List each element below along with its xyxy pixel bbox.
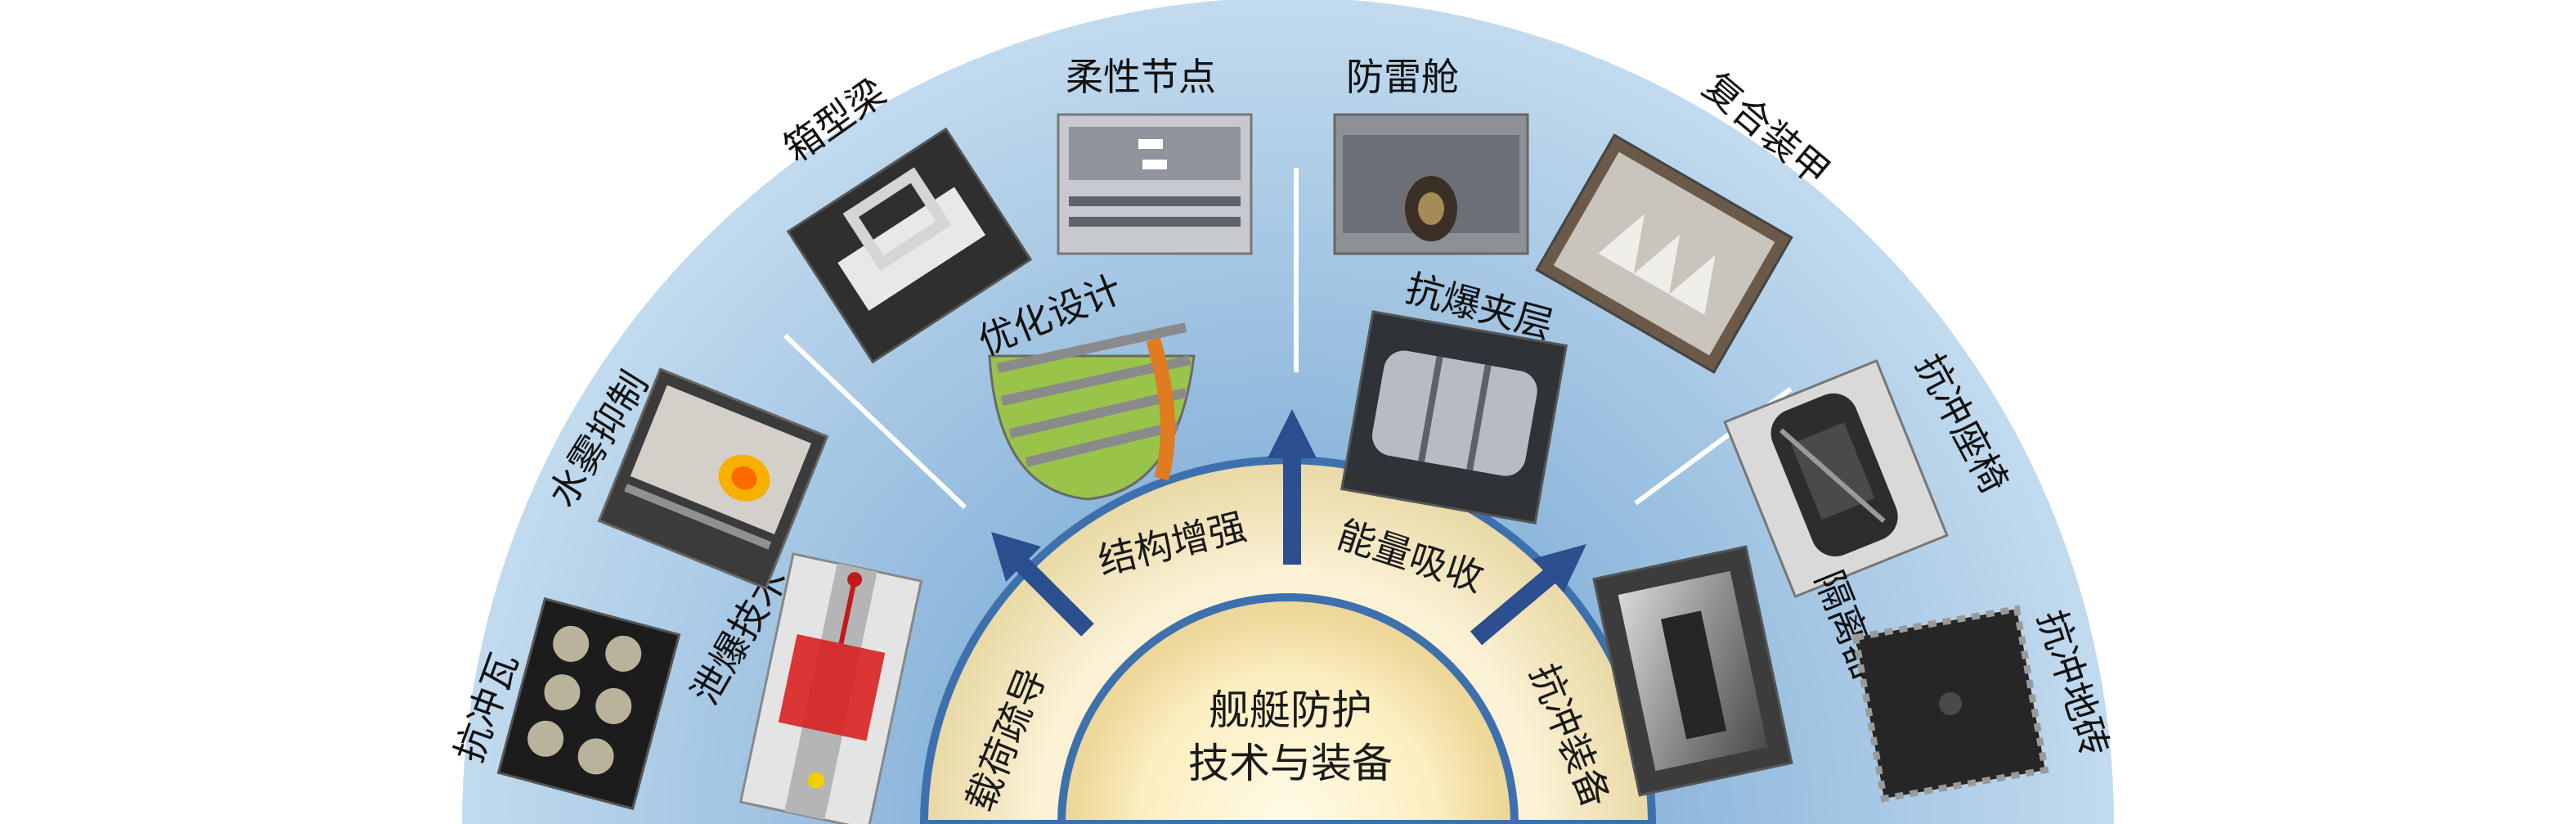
arrow-icon (1268, 409, 1317, 565)
water-mist-photo (597, 367, 829, 590)
fem-model-photo (988, 322, 1196, 501)
tile-photo (496, 597, 681, 811)
composite-armor-photo (1535, 133, 1793, 374)
vent-device-photo (738, 552, 923, 824)
center-title-line1: 舰艇防护 (1209, 687, 1372, 734)
shock-seat-photo (1723, 358, 1949, 599)
center-title-line2: 技术与装备 (1188, 740, 1393, 787)
mine-cabin-photo (1333, 113, 1529, 255)
floor-tile-photo (1851, 605, 2049, 803)
item-label-mine-cabin: 防雷舱 (1346, 55, 1459, 99)
isolator-photo (1592, 545, 1793, 797)
flexible-joint-photo (1057, 113, 1253, 255)
arrow-icon (1470, 544, 1586, 646)
separator-line (783, 333, 967, 510)
box-beam-photo (786, 127, 1033, 364)
sandwich-panel-photo (1340, 310, 1568, 525)
center-core (1057, 593, 1519, 824)
arrow-icon (991, 532, 1094, 637)
item-label-flexible-joint: 柔性节点 (1066, 55, 1216, 99)
